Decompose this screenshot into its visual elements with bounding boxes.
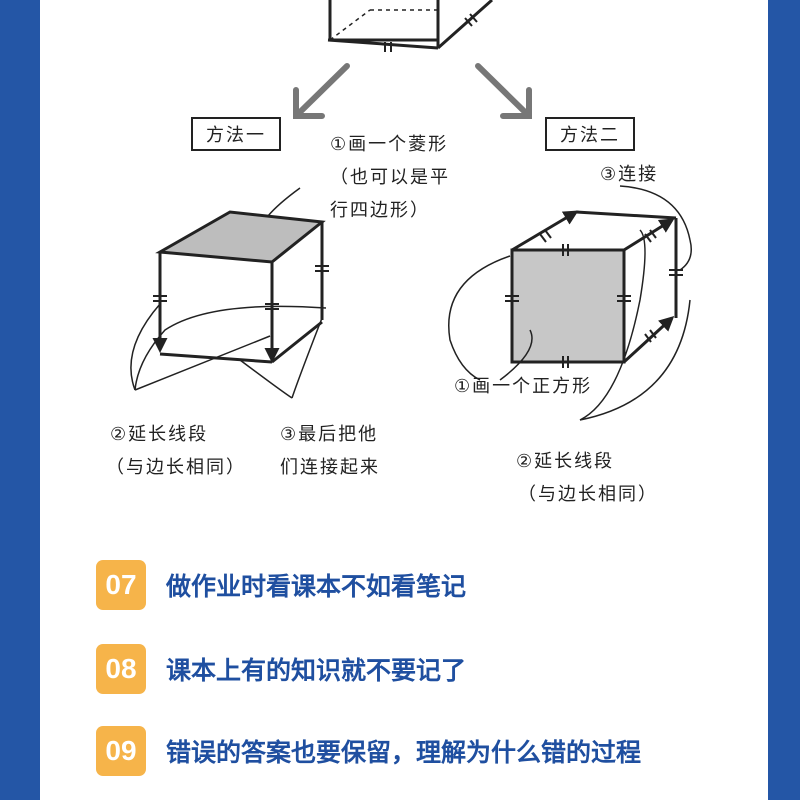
method1-step2-line1: ②延长线段 [110, 424, 208, 445]
method1-step2-line2: （与边长相同） [106, 457, 246, 478]
tip-item-07: 07 做作业时看课本不如看笔记 [96, 560, 466, 610]
method1-step1-line1: ①画一个菱形 [330, 134, 448, 155]
method2-label-box: 方法二 [545, 117, 635, 151]
method1-label: 方法一 [206, 125, 266, 146]
tip-number-badge: 09 [96, 726, 146, 776]
method2-step1: ①画一个正方形 [454, 376, 592, 397]
method1-step3-line1: ③最后把他 [280, 424, 378, 445]
split-arrows [293, 63, 532, 119]
method2-cube: ③连接 ①画一个正方形 ②延长线段 （与边长相同） [448, 164, 692, 505]
method1-step1-line2: （也可以是平 [330, 167, 450, 188]
tip-text: 课本上有的知识就不要记了 [166, 656, 467, 685]
tip-text: 做作业时看课本不如看笔记 [166, 572, 467, 601]
top-cube [327, 0, 493, 52]
method1-cube: ①画一个菱形 （也可以是平 行四边形） ②延长线段 （与边长相同） ③最后把他 … [106, 134, 450, 478]
method1-step3-line2: 们连接起来 [280, 457, 380, 478]
tip-item-08: 08 课本上有的知识就不要记了 [96, 644, 466, 694]
tip-item-09: 09 错误的答案也要保留，理解为什么错的过程 [96, 726, 641, 776]
tip-text: 错误的答案也要保留，理解为什么错的过程 [166, 738, 642, 767]
tip-number-badge: 08 [96, 644, 146, 694]
method1-step1-line3: 行四边形） [330, 200, 430, 221]
cube-drawing-diagram: 方法一 方法二 [106, 0, 692, 505]
method2-step2-line2: （与边长相同） [518, 484, 658, 505]
method1-label-box: 方法一 [191, 117, 281, 151]
method2-step3: ③连接 [600, 164, 658, 185]
method2-step2-line1: ②延长线段 [516, 451, 614, 472]
tip-number-badge: 07 [96, 560, 146, 610]
method2-label: 方法二 [560, 125, 620, 146]
page-content: 方法一 方法二 [40, 0, 768, 800]
